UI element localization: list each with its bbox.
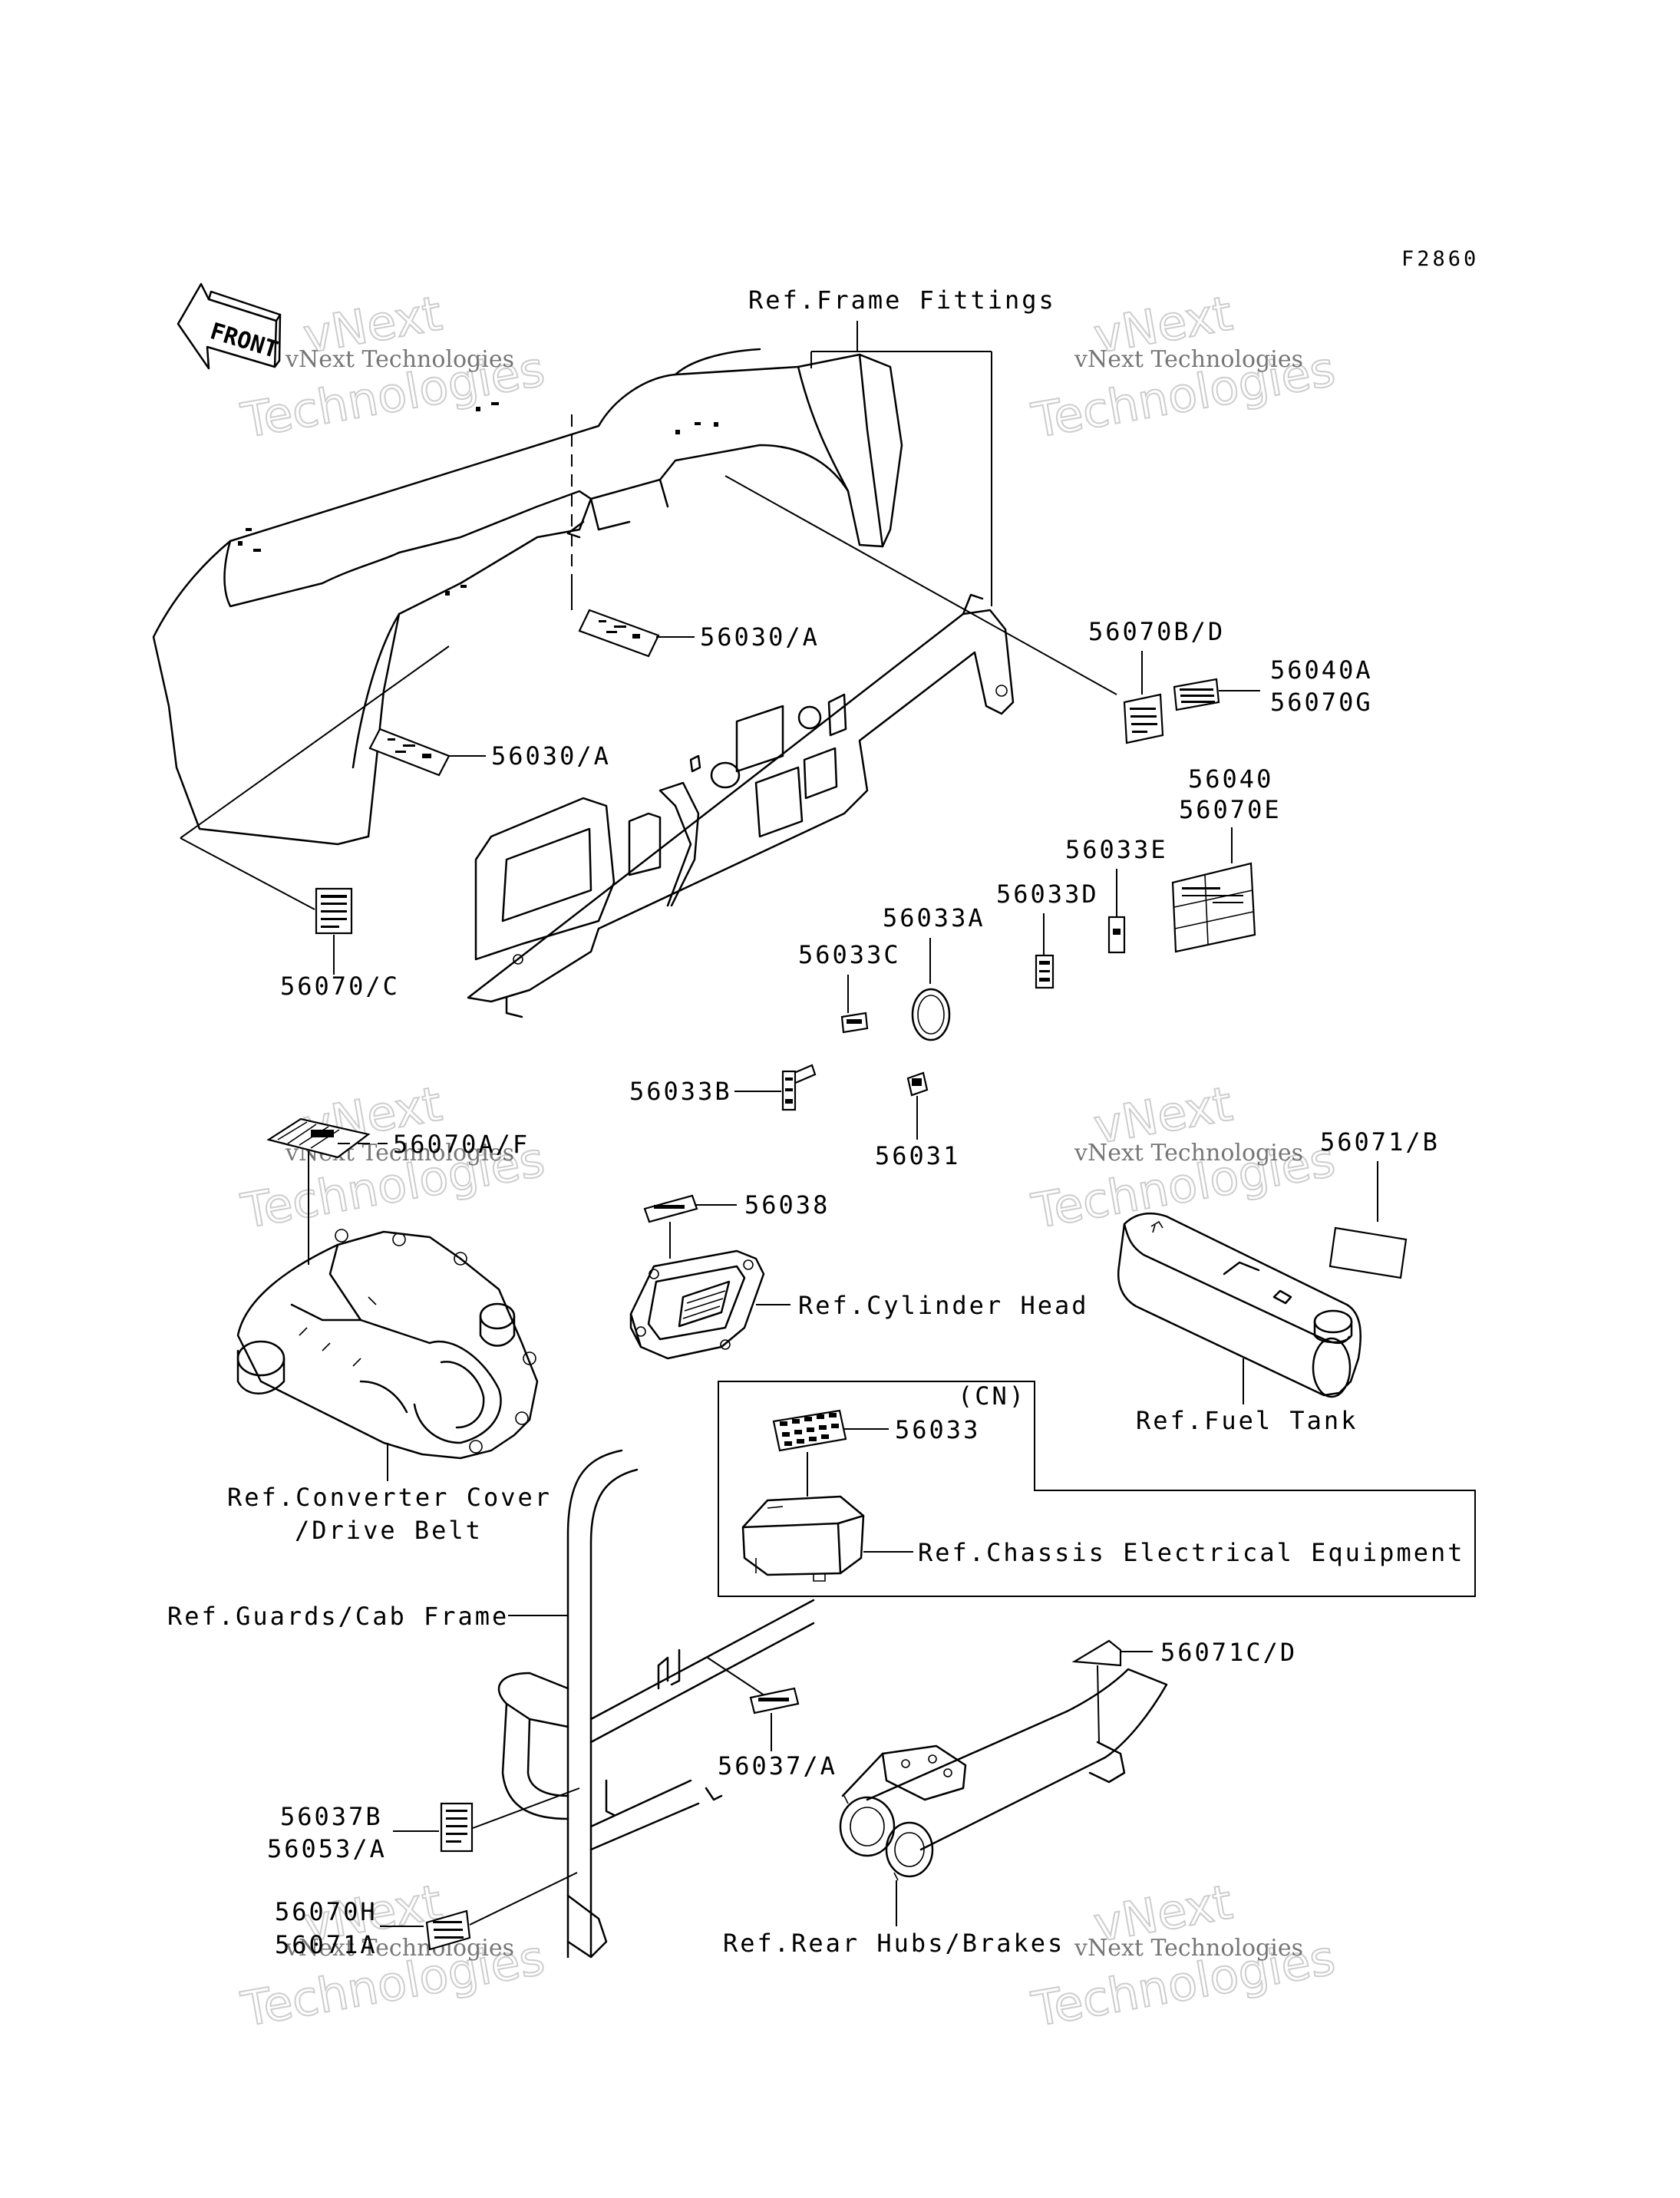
decal-56037a <box>749 1687 800 1715</box>
converter-cover <box>236 1229 539 1460</box>
label-56033a: 56033A <box>883 903 985 932</box>
decal-56070af <box>266 1117 371 1159</box>
guide-56070h <box>469 1872 578 1926</box>
ref-drive-belt: /Drive Belt <box>295 1516 483 1545</box>
label-56071b: 56071/B <box>1320 1127 1440 1157</box>
watermark-text: vNext Technologies <box>1074 1140 1303 1167</box>
electrical-box <box>741 1495 865 1582</box>
label-56033: 56033 <box>895 1415 980 1444</box>
decal-56033c <box>840 1012 869 1034</box>
guide-line-lower <box>180 645 450 839</box>
watermark-top-left: vNext Technologies vNext Technologies <box>236 284 550 450</box>
watermark-text: vNext Technologies <box>285 1935 514 1962</box>
label-56040a: 56040A <box>1270 655 1373 685</box>
decal-56031 <box>906 1071 929 1097</box>
label-56031: 56031 <box>875 1141 960 1170</box>
watermark-top-right: vNext Technologies vNext Technologies <box>1027 284 1340 450</box>
decal-56030a-lower <box>368 728 451 777</box>
guide-56070c <box>180 837 315 910</box>
watermark-mid-right: vNext Technologies vNext Technologies <box>1027 1074 1340 1240</box>
watermark-bottom-right: vNext Technologies vNext Technologies <box>1027 1873 1340 2038</box>
ref-fuel-tank: Ref.Fuel Tank <box>1136 1406 1358 1435</box>
ref-guards-cab-frame: Ref.Guards/Cab Frame <box>167 1602 509 1631</box>
decal-56033 <box>772 1409 847 1452</box>
region-box-cn <box>718 1381 1476 1597</box>
ref-chassis-electrical: Ref.Chassis Electrical Equipment <box>918 1538 1465 1567</box>
decal-56038 <box>643 1194 698 1223</box>
front-panel <box>467 593 1015 1018</box>
label-56030a-upper: 56030/A <box>700 622 820 652</box>
label-56033c: 56033C <box>798 940 901 969</box>
label-56071a: 56071A <box>275 1930 378 1959</box>
decal-56040 <box>1171 862 1256 953</box>
watermark-text: vNext Technologies <box>1074 346 1303 373</box>
decal-56070h <box>425 1909 471 1951</box>
label-56070h: 56070H <box>275 1897 378 1926</box>
label-56033d: 56033D <box>996 880 1099 909</box>
watermark-text: vNext Technologies <box>285 346 514 373</box>
decal-56030a-upper <box>578 609 660 658</box>
label-56070bd: 56070B/D <box>1088 617 1225 646</box>
label-56053a: 56053/A <box>267 1834 387 1863</box>
rear-hub-axle <box>839 1668 1168 1881</box>
ref-frame-fittings: Ref.Frame Fittings <box>748 285 1056 315</box>
decal-56033b <box>781 1064 817 1111</box>
ref-cylinder-head: Ref.Cylinder Head <box>798 1291 1089 1320</box>
guide-56070bd <box>724 475 1117 695</box>
decal-56033a-ring <box>911 988 951 1041</box>
watermark-text: vNext Technologies <box>1074 1935 1303 1962</box>
label-56033b: 56033B <box>629 1077 732 1106</box>
decal-56037b <box>440 1802 474 1853</box>
decal-56071cd <box>1071 1639 1122 1667</box>
decal-56040a <box>1173 678 1220 711</box>
front-arrow-icon: FRONT <box>177 282 281 370</box>
guide-56037b <box>472 1787 580 1829</box>
decal-56070bd <box>1123 693 1164 744</box>
guide-56071cd <box>1097 1665 1100 1743</box>
decal-56033e <box>1107 916 1126 954</box>
label-56070c: 56070/C <box>280 972 400 1001</box>
cab-frame <box>497 1449 815 1959</box>
figure-code: F2860 <box>1401 247 1479 271</box>
label-56030a-lower: 56030/A <box>491 741 611 771</box>
guide-56037a <box>707 1657 772 1701</box>
decal-56033d <box>1035 954 1055 989</box>
leader-frame-fittings <box>810 321 992 606</box>
cargo-bed <box>152 348 903 846</box>
label-56033e: 56033E <box>1065 835 1168 864</box>
label-56070e: 56070E <box>1179 795 1282 824</box>
label-56037b: 56037B <box>280 1802 383 1831</box>
label-56070af: 56070A/F <box>393 1130 530 1159</box>
ref-converter-cover: Ref.Converter Cover <box>227 1483 552 1512</box>
ref-rear-hubs-brakes: Ref.Rear Hubs/Brakes <box>723 1929 1064 1958</box>
cylinder-head-cover <box>629 1249 765 1360</box>
label-56038: 56038 <box>744 1190 830 1219</box>
decal-56070c <box>315 887 353 935</box>
label-56071cd: 56071C/D <box>1160 1638 1297 1667</box>
label-56040: 56040 <box>1188 764 1273 794</box>
fuel-tank <box>1117 1212 1361 1398</box>
label-56037a: 56037/A <box>718 1751 837 1781</box>
decal-56071b <box>1328 1226 1408 1279</box>
region-box-label: (CN) <box>958 1381 1026 1411</box>
label-56070g: 56070G <box>1270 688 1373 717</box>
